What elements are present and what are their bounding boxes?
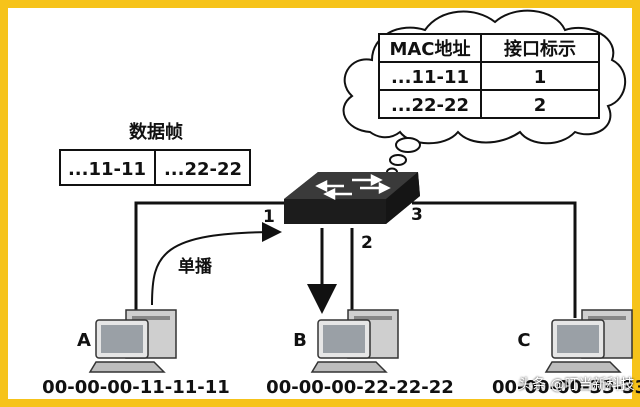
table-row-2-mac: ...22-22 [391,95,469,116]
port-label-3: 3 [411,205,423,225]
unicast-arrow [151,222,282,306]
network-cables [134,201,577,318]
port-label-2: 2 [361,233,373,253]
data-frame-src: ...11-11 [68,159,146,180]
host-mac-a: 00-00-00-11-11-11 [42,377,230,398]
unicast-label: 单播 [178,256,213,277]
data-frame-dst: ...22-22 [164,159,242,180]
host-label-c: C [517,330,530,351]
computer-c-icon [544,309,633,373]
watermark: 头条 @叮当新科技 [518,377,635,393]
host-label-b: B [293,330,307,351]
table-row-1-port: 1 [534,67,547,88]
computer-b-icon [310,309,399,373]
table-row-1-mac: ...11-11 [391,67,469,88]
computer-a-icon [88,309,177,373]
host-label-a: A [77,330,91,351]
port-label-1: 1 [263,207,275,227]
switch-icon [284,172,420,224]
data-frame-label: 数据帧 [129,121,183,143]
host-mac-b: 00-00-00-22-22-22 [266,377,454,398]
mac-table: MAC地址 接口标示 ...11-11 1 ...22-22 2 [378,33,600,119]
table-header-port: 接口标示 [504,38,576,60]
table-row-2-port: 2 [534,95,547,116]
data-frame-box: ...11-11 ...22-22 [59,149,251,186]
table-header-mac: MAC地址 [389,38,470,60]
host-mac-c: 00-00-00-33-33-33 [492,377,640,398]
